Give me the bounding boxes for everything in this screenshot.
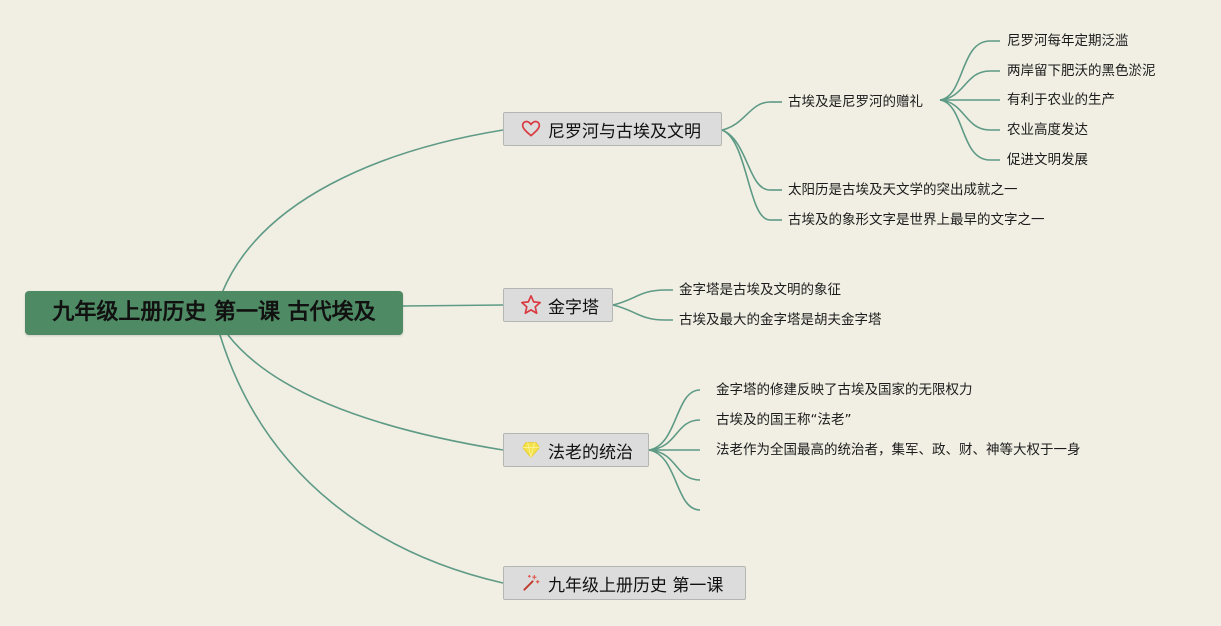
magic-wand-icon xyxy=(520,572,542,594)
link-t1-c2 xyxy=(721,129,771,191)
link-t2-c1 xyxy=(612,289,666,306)
list-item[interactable]: 太阳历是古埃及天文学的突出成就之一 xyxy=(788,182,1018,198)
link-root-topic-3 xyxy=(227,334,504,451)
topic-label: 九年级上册历史 第一课 xyxy=(548,575,724,596)
link-root-topic-4 xyxy=(219,334,504,584)
list-item[interactable]: 金字塔是古埃及文明的象征 xyxy=(679,282,841,298)
link-t2-c2 xyxy=(612,304,666,321)
link-root-topic-2 xyxy=(402,304,504,307)
topic-lesson-title[interactable]: 九年级上册历史 第一课 xyxy=(503,566,746,600)
link-t3-c2 xyxy=(648,419,701,451)
link-c1-g4 xyxy=(939,99,991,131)
topic-label: 法老的统治 xyxy=(548,442,633,463)
list-item[interactable]: 促进文明发展 xyxy=(1007,152,1088,168)
gem-icon xyxy=(520,439,542,461)
list-item[interactable]: 古埃及最大的金字塔是胡夫金字塔 xyxy=(679,312,882,328)
link-t3-c1 xyxy=(648,389,701,451)
link-root-topic-1 xyxy=(221,129,504,294)
link-t3-c5 xyxy=(648,449,701,511)
link-t1-c3 xyxy=(721,129,771,221)
heart-icon xyxy=(520,118,542,140)
list-item[interactable]: 古埃及的象形文字是世界上最早的文字之一 xyxy=(788,212,1045,228)
list-item[interactable]: 法老作为全国最高的统治者，集军、政、财、神等大权于一身 xyxy=(716,442,1081,458)
list-item[interactable]: 两岸留下肥沃的黑色淤泥 xyxy=(1007,63,1156,79)
topic-label: 金字塔 xyxy=(548,297,599,318)
link-t1-c1 xyxy=(721,101,771,131)
list-item[interactable]: 有利于农业的生产 xyxy=(1007,92,1115,108)
topic-label: 尼罗河与古埃及文明 xyxy=(548,121,701,142)
list-item[interactable]: 金字塔的修建反映了古埃及国家的无限权力 xyxy=(716,382,973,398)
topic-pyramids[interactable]: 金字塔 xyxy=(503,288,613,322)
link-c1-g2 xyxy=(939,70,991,101)
topic-nile-civilization[interactable]: 尼罗河与古埃及文明 xyxy=(503,112,722,146)
star-icon xyxy=(520,294,542,316)
list-item[interactable]: 古埃及的国王称“法老” xyxy=(716,412,852,428)
list-item[interactable]: 农业高度发达 xyxy=(1007,122,1088,138)
list-item[interactable]: 尼罗河每年定期泛滥 xyxy=(1007,33,1129,49)
list-item[interactable]: 古埃及是尼罗河的赠礼 xyxy=(788,94,923,110)
root-title: 九年级上册历史 第一课 古代埃及 xyxy=(52,300,376,325)
link-t3-c4 xyxy=(648,449,701,481)
root-topic[interactable]: 九年级上册历史 第一课 古代埃及 xyxy=(25,291,403,335)
link-c1-g5 xyxy=(939,99,991,161)
link-c1-g1 xyxy=(939,40,991,101)
topic-pharaoh-rule[interactable]: 法老的统治 xyxy=(503,433,649,467)
